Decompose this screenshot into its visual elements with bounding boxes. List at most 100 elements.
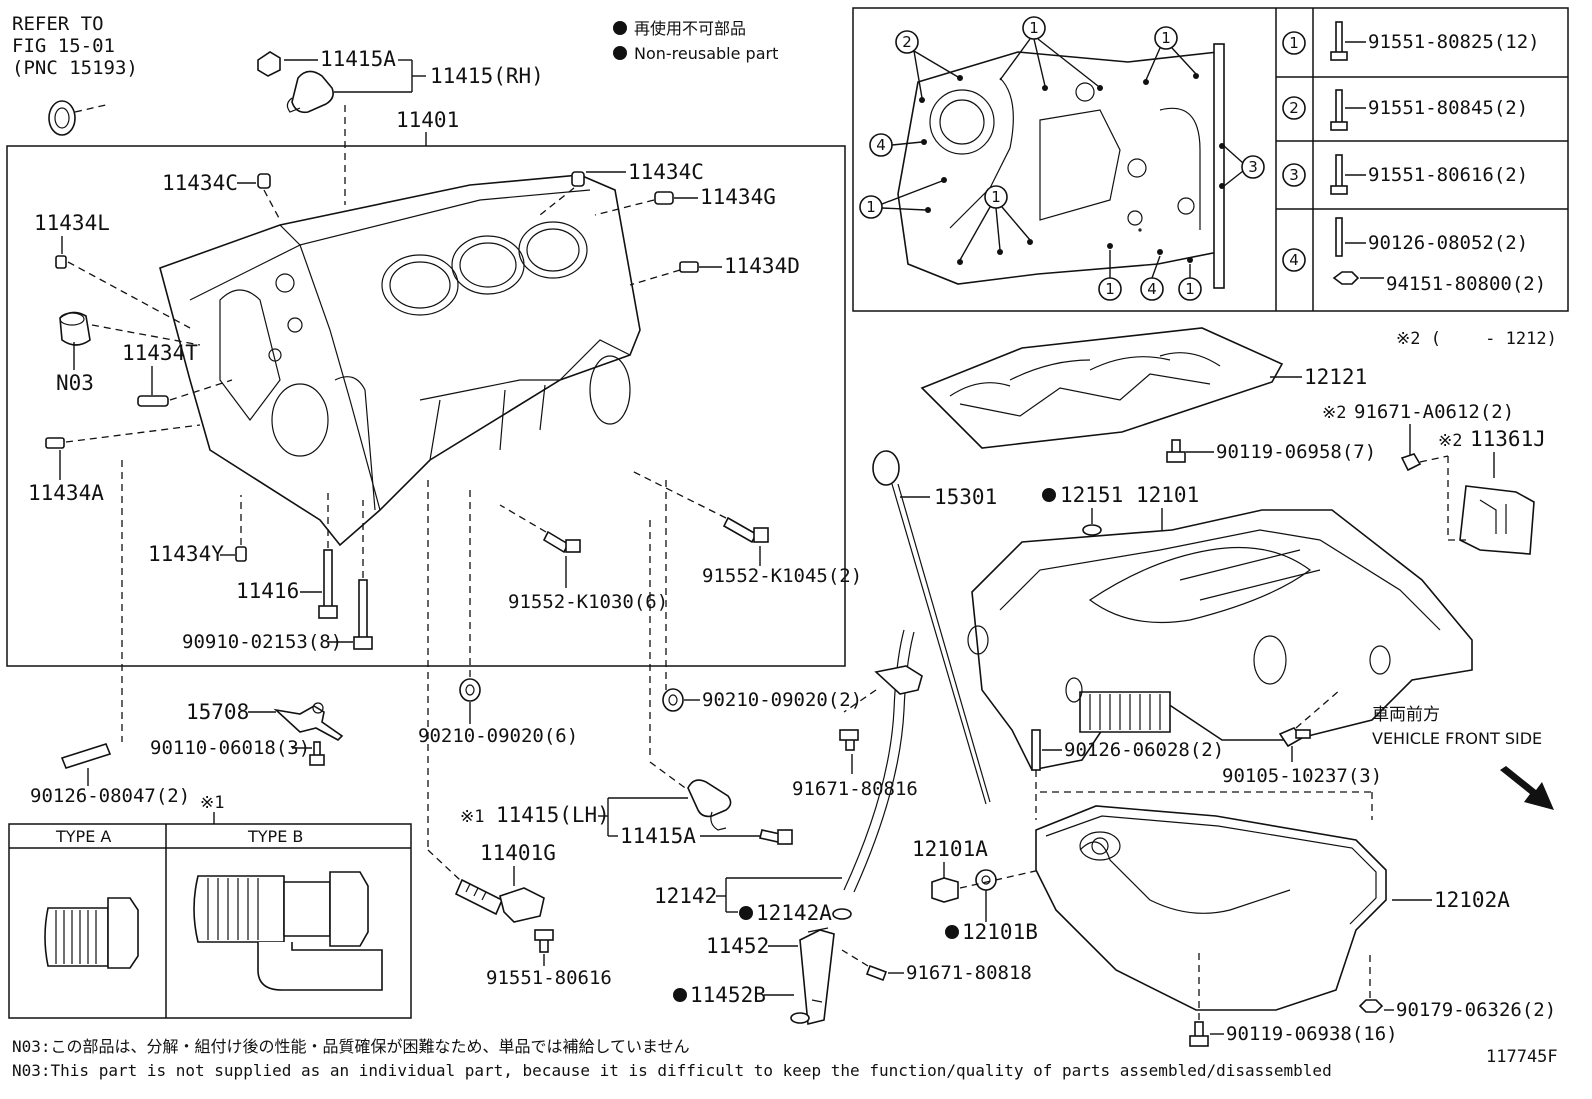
- inset-callout-3: [1241, 155, 1265, 179]
- label-91551-80616: 91551-80616: [486, 967, 612, 989]
- label-90910: 90910-02153(8): [182, 631, 342, 653]
- oring-12142A-part: [832, 908, 852, 920]
- pin-11434Y: [235, 546, 247, 562]
- oil-pan-lower-12102A-part: [1035, 805, 1387, 1011]
- stud-icon-row4: [1335, 217, 1343, 257]
- washer-90210-2-part: [662, 688, 684, 712]
- label-15708: 15708: [186, 700, 249, 724]
- bolt-90110-part: [309, 741, 325, 766]
- table-part-2: 91551-80845(2): [1368, 97, 1528, 119]
- table-part-1: 91551-80825(12): [1368, 31, 1540, 53]
- note-jp: N03:この部品は、分解・組付け後の性能・品質確保が困難なため、単品では補給して…: [12, 1037, 690, 1056]
- bolt-90119-06938-part: [1189, 1021, 1209, 1047]
- label-90126-06028: 90126-06028(2): [1064, 739, 1224, 761]
- oil-pan-upper-12101-part: [967, 509, 1473, 771]
- inset-callout-1a-text: 1: [1029, 19, 1039, 37]
- label-90105: 90105-10237(3): [1222, 765, 1382, 787]
- label-11415A-bottom: 11415A: [620, 824, 696, 848]
- inset-callout-1b: [1154, 26, 1178, 50]
- bolt-90119-06958-part: [1166, 439, 1186, 463]
- label-12102A: 12102A: [1434, 888, 1510, 912]
- label-11434C-left: 11434C: [162, 171, 238, 195]
- label-11416: 11416: [236, 579, 299, 603]
- bolt-91671-80818-part: [865, 964, 888, 982]
- label-90210-2: 90210-09020(2): [702, 689, 862, 711]
- label-90119-06958: 90119-06958(7): [1216, 441, 1376, 463]
- label-91552-K1045: 91552-K1045(2): [702, 565, 862, 587]
- type-table-mark: ※1: [200, 793, 224, 813]
- type-a-label: TYPE A: [55, 827, 111, 846]
- label-90119-06938: 90119-06938(16): [1226, 1023, 1398, 1045]
- label-11415LH: 11415(LH): [496, 803, 610, 827]
- table-no-2: 2: [1289, 99, 1299, 117]
- mark-x2-91671: ※2: [1322, 403, 1346, 423]
- bolt-90105-10237-part: [1278, 727, 1311, 748]
- label-11434C-right: 11434C: [628, 160, 704, 184]
- washer-90210-6-part: [459, 678, 481, 702]
- bolt-11416-part: [318, 549, 338, 619]
- label-12101B: 12101B: [962, 920, 1038, 944]
- bolt-91552-K1030-part: [542, 530, 581, 554]
- label-90179: 90179-06326(2): [1396, 999, 1556, 1021]
- label-11452B: 11452B: [690, 983, 766, 1007]
- sensor-11401G-part: [454, 878, 545, 923]
- label-11452: 11452: [706, 934, 769, 958]
- nut-90179-part: [1358, 999, 1384, 1013]
- label-90126-08047: 90126-08047(2): [30, 785, 190, 807]
- gasket-12101B-part: [975, 869, 997, 891]
- bolt-pattern-inset: [852, 7, 1569, 312]
- bolt-91551-80616-part: [534, 929, 554, 953]
- table-no-3: 3: [1289, 166, 1299, 184]
- label-N03: N03: [56, 371, 94, 395]
- label-12121: 12121: [1304, 365, 1367, 389]
- bolt-11415A-part: [759, 829, 793, 845]
- pin-11434D: [679, 261, 699, 273]
- label-11434Y: 11434Y: [148, 542, 224, 566]
- dot-12142A: [739, 906, 753, 920]
- inset-callout-1e-text: 1: [1105, 280, 1115, 298]
- bolt-icon-row2: [1330, 89, 1348, 131]
- pin-11434C-left: [257, 173, 271, 189]
- front-en: VEHICLE FRONT SIDE: [1372, 729, 1542, 748]
- legend-jp: 再使用不可部品: [634, 19, 746, 38]
- oring-12151-part: [1082, 524, 1102, 536]
- table-part-4b: 94151-80800(2): [1386, 273, 1546, 295]
- guide-11452-part: [799, 927, 835, 1026]
- bolt-90910-part: [353, 579, 373, 650]
- dot-12151: [1042, 488, 1056, 502]
- type-a-plug-illustration: [44, 897, 139, 969]
- inset-callout-1f-text: 1: [1185, 280, 1195, 298]
- type-b-plug-illustration: [193, 871, 383, 991]
- drain-plug-12101A-part: [931, 877, 959, 903]
- label-11434D: 11434D: [724, 254, 800, 278]
- inset-callout-1c: [859, 195, 883, 219]
- bolt-91671-A0612-part: [1400, 453, 1422, 472]
- label-11401: 11401: [396, 108, 459, 132]
- guide-tube-12142-part: [843, 629, 923, 893]
- mark-x1: ※1: [460, 807, 484, 827]
- type-table: [8, 823, 412, 1019]
- label-91671-80816: 91671-80816: [792, 778, 918, 800]
- front-arrow-icon: [1500, 766, 1554, 810]
- table-no-4: 4: [1289, 251, 1299, 269]
- type-b-label: TYPE B: [247, 827, 303, 846]
- dot-12101B: [945, 925, 959, 939]
- label-11401G: 11401G: [480, 841, 556, 865]
- plug-N03-part: [59, 311, 91, 346]
- label-91671-80818: 91671-80818: [906, 962, 1032, 984]
- label-90110: 90110-06018(3): [150, 737, 310, 759]
- label-12101A: 12101A: [912, 837, 988, 861]
- dipstick-15301-part: [872, 450, 991, 805]
- inset-callout-2: [895, 30, 919, 54]
- label-91552-K1030: 91552-K1030(6): [508, 591, 668, 613]
- front-cover-illustration: [897, 43, 1225, 289]
- pin-11434T: [137, 395, 169, 407]
- mark-x2-range: ※2 ( - 1212): [1396, 329, 1557, 349]
- bracket-15708-part: [273, 702, 344, 741]
- label-12101: 12101: [1136, 483, 1199, 507]
- cylinder-block-part: [159, 174, 641, 547]
- nut-icon-row4: [1332, 271, 1360, 285]
- bolt-91552-K1045-part: [722, 516, 769, 544]
- label-12142A: 12142A: [756, 901, 832, 925]
